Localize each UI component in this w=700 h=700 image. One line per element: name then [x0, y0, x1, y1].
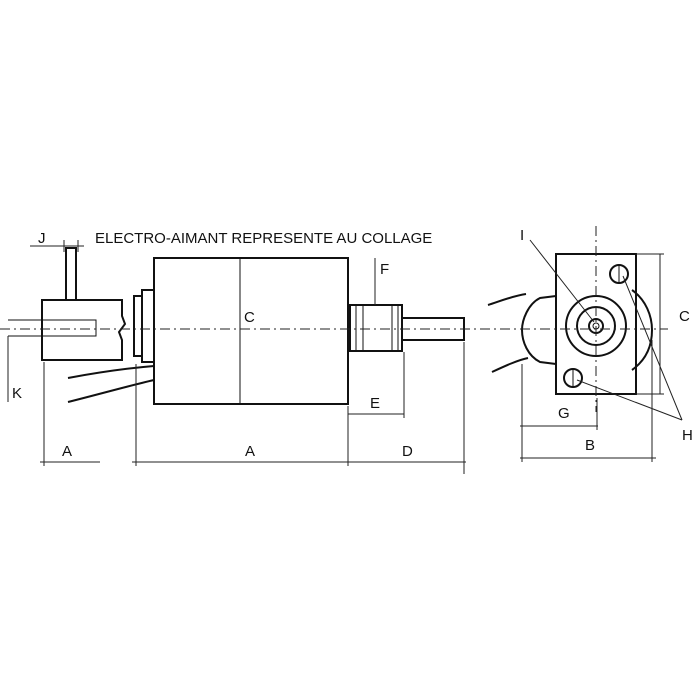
drawing-title: ELECTRO-AIMANT REPRESENTE AU COLLAGE	[95, 230, 432, 247]
label-c-body: C	[244, 309, 255, 326]
label-a-left: A	[62, 443, 72, 460]
label-b: B	[585, 437, 595, 454]
dimension-a-d: A D	[132, 342, 466, 474]
dimension-b: B	[520, 340, 656, 462]
dimension-j: J	[30, 230, 84, 252]
label-i: I	[520, 227, 524, 244]
dimension-g: G	[520, 364, 598, 462]
electromagnet-end-view	[487, 253, 654, 395]
label-a-body: A	[245, 443, 255, 460]
label-e: E	[370, 395, 380, 412]
label-d: D	[402, 443, 413, 460]
label-k: K	[12, 385, 22, 402]
electromagnet-side-view	[67, 257, 465, 405]
label-h: H	[682, 427, 693, 444]
label-j: J	[38, 230, 46, 247]
label-c-side: C	[679, 308, 690, 325]
armature-block	[8, 247, 127, 361]
dimension-h: H	[576, 275, 693, 444]
dimension-e: E	[348, 352, 405, 418]
dimension-c-side: C	[636, 253, 690, 395]
dimension-k: K	[7, 336, 22, 402]
dimension-a-left: A	[40, 362, 100, 466]
dimension-i: I	[520, 227, 595, 323]
dimension-f: F	[374, 258, 389, 305]
label-g: G	[558, 405, 570, 422]
label-f: F	[380, 261, 389, 278]
